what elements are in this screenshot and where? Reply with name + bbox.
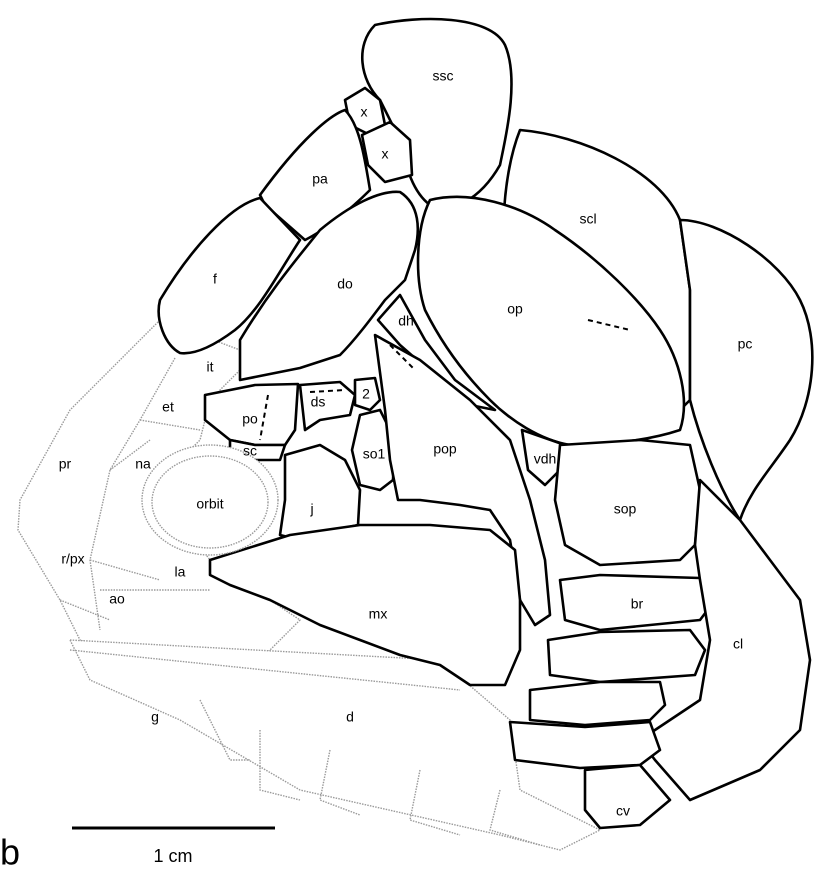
label-op: op: [507, 301, 523, 317]
label-f: f: [213, 271, 217, 287]
bone-gill-4: [510, 722, 660, 768]
bone-gill-3: [530, 682, 665, 725]
label-d: d: [346, 709, 354, 725]
label-pc: pc: [738, 336, 753, 352]
label-la: la: [175, 564, 186, 580]
label-so1: so1: [363, 446, 386, 462]
label-do: do: [337, 276, 353, 292]
label-sop: sop: [614, 501, 637, 517]
bone-pc: [680, 220, 812, 520]
panel-letter: b: [0, 832, 20, 873]
bone-gill-2: [548, 630, 705, 682]
label-vdh: vdh: [534, 451, 557, 467]
label-na: na: [135, 456, 151, 472]
label-g: g: [151, 709, 159, 725]
label-et: et: [162, 399, 174, 415]
scale-label: 1 cm: [153, 846, 192, 866]
label-scl: scl: [579, 211, 596, 227]
label-dh: dh: [398, 313, 414, 329]
label-mx: mx: [369, 606, 388, 622]
label-it: it: [207, 359, 214, 375]
label-x-upper: x: [361, 104, 368, 120]
label-po: po: [242, 411, 258, 427]
label-cv: cv: [616, 803, 630, 819]
label-r-px: r/px: [61, 551, 84, 567]
label-pop: pop: [433, 441, 457, 457]
label-ao: ao: [109, 591, 125, 607]
label-cl: cl: [733, 636, 743, 652]
label-ssc: ssc: [433, 68, 454, 84]
label-2: 2: [362, 386, 370, 402]
label-ds: ds: [311, 394, 326, 410]
label-orbit: orbit: [196, 496, 223, 512]
label-pa: pa: [312, 171, 328, 187]
label-j: j: [309, 501, 313, 517]
label-pr: pr: [59, 456, 72, 472]
label-x-lower: x: [382, 146, 389, 162]
bone-ds: [300, 382, 355, 430]
label-br: br: [631, 596, 644, 612]
label-sc: sc: [243, 443, 257, 459]
